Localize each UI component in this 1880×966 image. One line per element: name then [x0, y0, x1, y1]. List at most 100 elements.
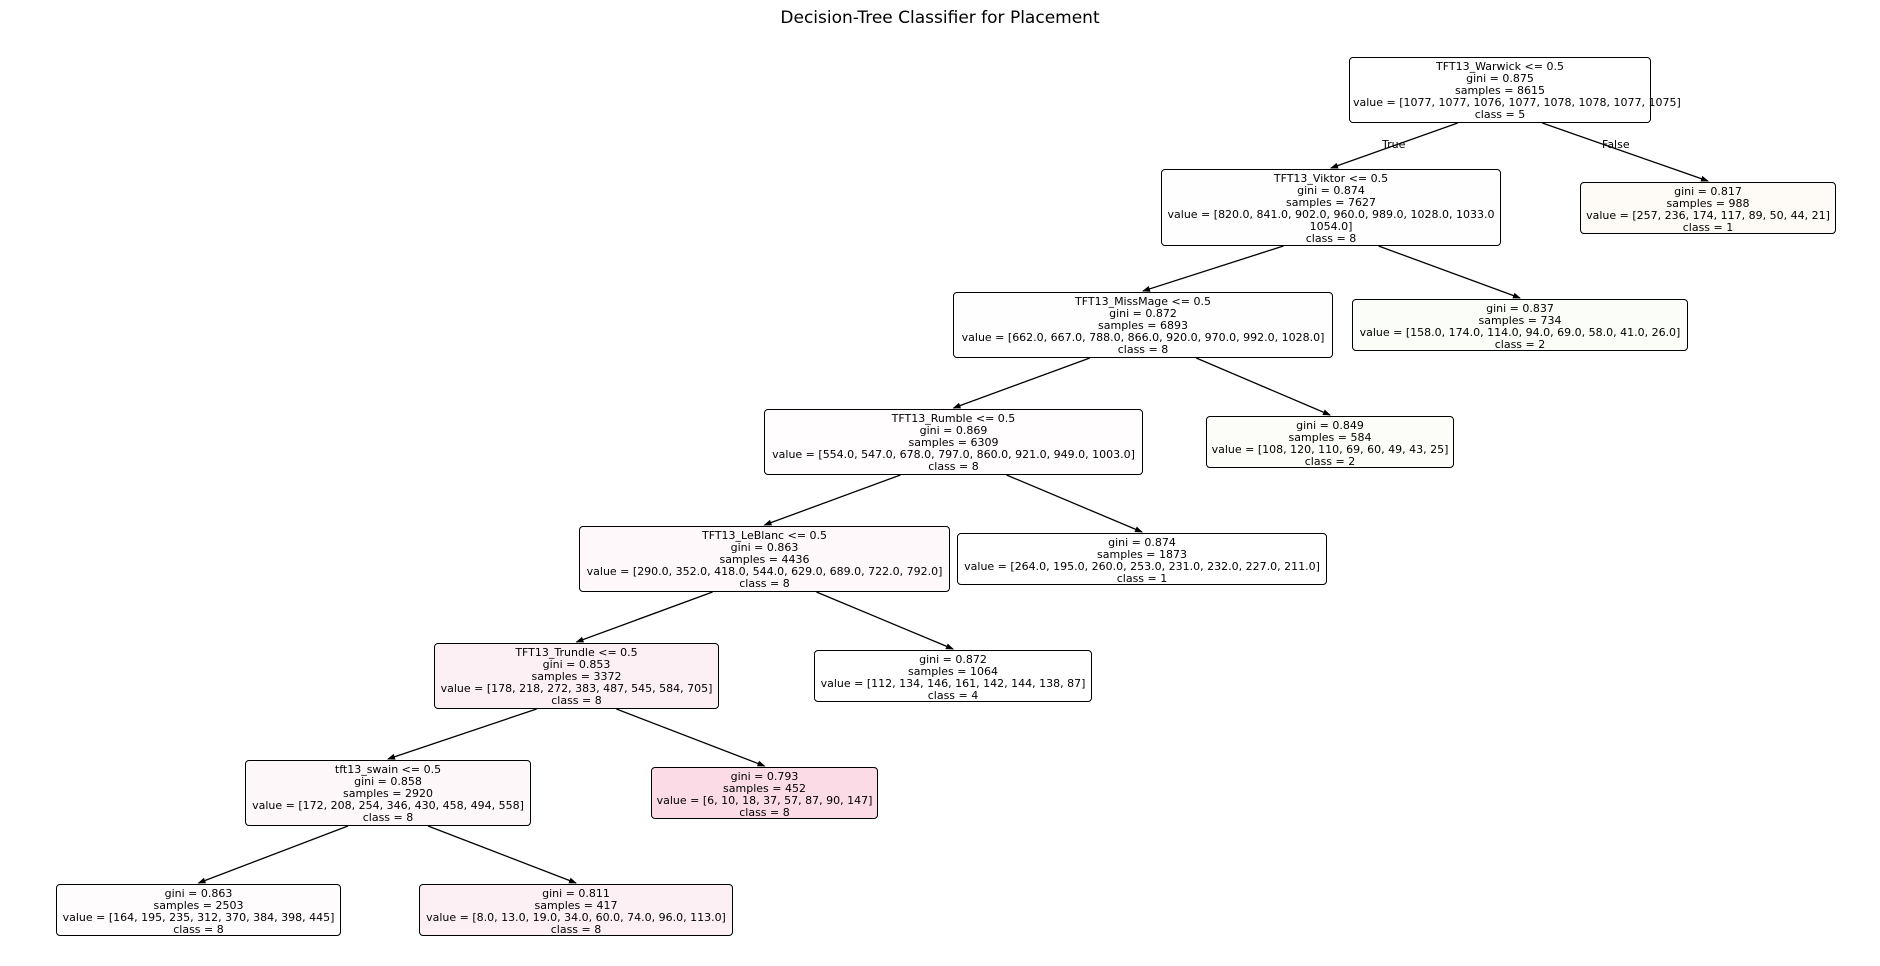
- node-samples: samples = 1873: [1097, 548, 1187, 561]
- node-samples: samples = 988: [1666, 197, 1750, 210]
- node-gini: gini = 0.817: [1674, 185, 1742, 198]
- diagram-title: Decision-Tree Classifier for Placement: [780, 8, 1100, 28]
- node-samples: samples = 1064: [908, 665, 998, 678]
- node-value: value = [158.0, 174.0, 114.0, 94.0, 69.0…: [1359, 326, 1681, 339]
- node-gini: gini = 0.858: [354, 775, 422, 788]
- tree-edge: [1378, 245, 1521, 299]
- node-value: value = [820.0, 841.0, 902.0, 960.0, 989…: [1167, 208, 1495, 221]
- node-class: class = 1: [1682, 221, 1734, 234]
- node-class: class = 8: [1117, 343, 1169, 356]
- node-value: value = [108, 120, 110, 69, 60, 49, 43, …: [1211, 443, 1449, 456]
- node-value: value = [178, 218, 272, 383, 487, 545, 5…: [440, 682, 713, 695]
- node-value: value = [290.0, 352.0, 418.0, 544.0, 629…: [586, 565, 943, 578]
- node-class: class = 8: [362, 811, 414, 824]
- node-condition: TFT13_Rumble <= 0.5: [891, 412, 1016, 425]
- node-class: class = 8: [928, 460, 979, 473]
- node-samples: samples = 6893: [1098, 319, 1188, 332]
- node-class: class = 2: [1494, 338, 1546, 351]
- node-condition: TFT13_MissMage <= 0.5: [1075, 295, 1211, 308]
- node-samples: samples = 734: [1478, 314, 1562, 327]
- node-gini: gini = 0.872: [919, 653, 987, 666]
- node-class: class = 8: [1305, 232, 1357, 245]
- node-condition: tft13_swain <= 0.5: [334, 763, 442, 776]
- node-class: class = 1: [1116, 572, 1168, 585]
- node-samples: samples = 3372: [531, 670, 622, 683]
- tree-edge: [763, 474, 901, 526]
- node-gini: gini = 0.863: [164, 887, 233, 900]
- node-samples: samples = 4436: [719, 553, 810, 566]
- node-samples: samples = 2920: [343, 787, 433, 800]
- node-value: value = [112, 134, 146, 161, 142, 144, 1…: [820, 677, 1086, 690]
- node-gini: gini = 0.874: [1108, 536, 1176, 549]
- node-condition: TFT13_Warwick <= 0.5: [1436, 60, 1564, 73]
- tree-edge: [1006, 474, 1143, 533]
- tree-edge: [197, 825, 349, 884]
- node-value: value = [164, 195, 235, 312, 370, 384, 3…: [62, 911, 335, 924]
- node-value: value = [6, 10, 18, 37, 57, 87, 90, 147]: [656, 794, 873, 807]
- node-gini: gini = 0.863: [730, 541, 799, 554]
- tree-edge: [1330, 122, 1458, 169]
- node-gini: gini = 0.849: [1296, 419, 1364, 432]
- node-class: class = 8: [551, 694, 602, 707]
- node-samples: samples = 417: [534, 899, 618, 912]
- node-gini: gini = 0.874: [1297, 184, 1365, 197]
- node-value-cont: 1054.0]: [1309, 220, 1353, 233]
- node-gini: gini = 0.837: [1486, 302, 1554, 315]
- node-value: value = [8.0, 13.0, 19.0, 34.0, 60.0, 74…: [426, 911, 726, 924]
- tree-edge: [1142, 245, 1284, 292]
- node-gini: gini = 0.853: [542, 658, 611, 671]
- node-value: value = [264.0, 195.0, 260.0, 253.0, 231…: [964, 560, 1320, 573]
- node-samples: samples = 8615: [1455, 84, 1545, 97]
- node-samples: samples = 2503: [153, 899, 244, 912]
- node-samples: samples = 584: [1288, 431, 1372, 444]
- node-gini: gini = 0.811: [542, 887, 610, 900]
- tree-edge: [575, 591, 713, 643]
- node-value: value = [662.0, 667.0, 788.0, 866.0, 920…: [961, 331, 1325, 344]
- node-gini: gini = 0.872: [1109, 307, 1177, 320]
- node-value: value = [257, 236, 174, 117, 89, 50, 44,…: [1586, 209, 1830, 222]
- node-class: class = 5: [1474, 108, 1526, 121]
- tree-edge: [816, 591, 954, 650]
- node-class: class = 8: [739, 577, 790, 590]
- node-class: class = 4: [927, 689, 979, 702]
- tree-edge: [616, 708, 766, 767]
- node-samples: samples = 7627: [1286, 196, 1376, 209]
- tree-edge: [952, 357, 1091, 409]
- node-class: class = 2: [1304, 455, 1356, 468]
- node-class: class = 8: [550, 923, 602, 936]
- node-gini: gini = 0.875: [1466, 72, 1534, 85]
- tree-edge: [1195, 357, 1331, 416]
- node-samples: samples = 452: [723, 782, 806, 795]
- node-condition: TFT13_Trundle <= 0.5: [515, 646, 638, 659]
- node-value: value = [1077, 1077, 1076, 1077, 1078, 1…: [1353, 96, 1681, 109]
- node-samples: samples = 6309: [908, 436, 999, 449]
- node-class: class = 8: [739, 806, 790, 819]
- node-value: value = [172, 208, 254, 346, 430, 458, 4…: [252, 799, 524, 812]
- node-value: value = [554.0, 547.0, 678.0, 797.0, 860…: [772, 448, 1135, 461]
- node-condition: TFT13_Viktor <= 0.5: [1273, 172, 1389, 185]
- edge-label-false: False: [1602, 138, 1630, 151]
- tree-edge: [1542, 122, 1709, 182]
- edge-label-true: True: [1382, 138, 1406, 151]
- node-condition: TFT13_LeBlanc <= 0.5: [701, 529, 828, 542]
- node-gini: gini = 0.793: [730, 770, 799, 783]
- node-gini: gini = 0.869: [919, 424, 988, 437]
- tree-edge: [387, 708, 537, 760]
- tree-edge: [427, 825, 577, 884]
